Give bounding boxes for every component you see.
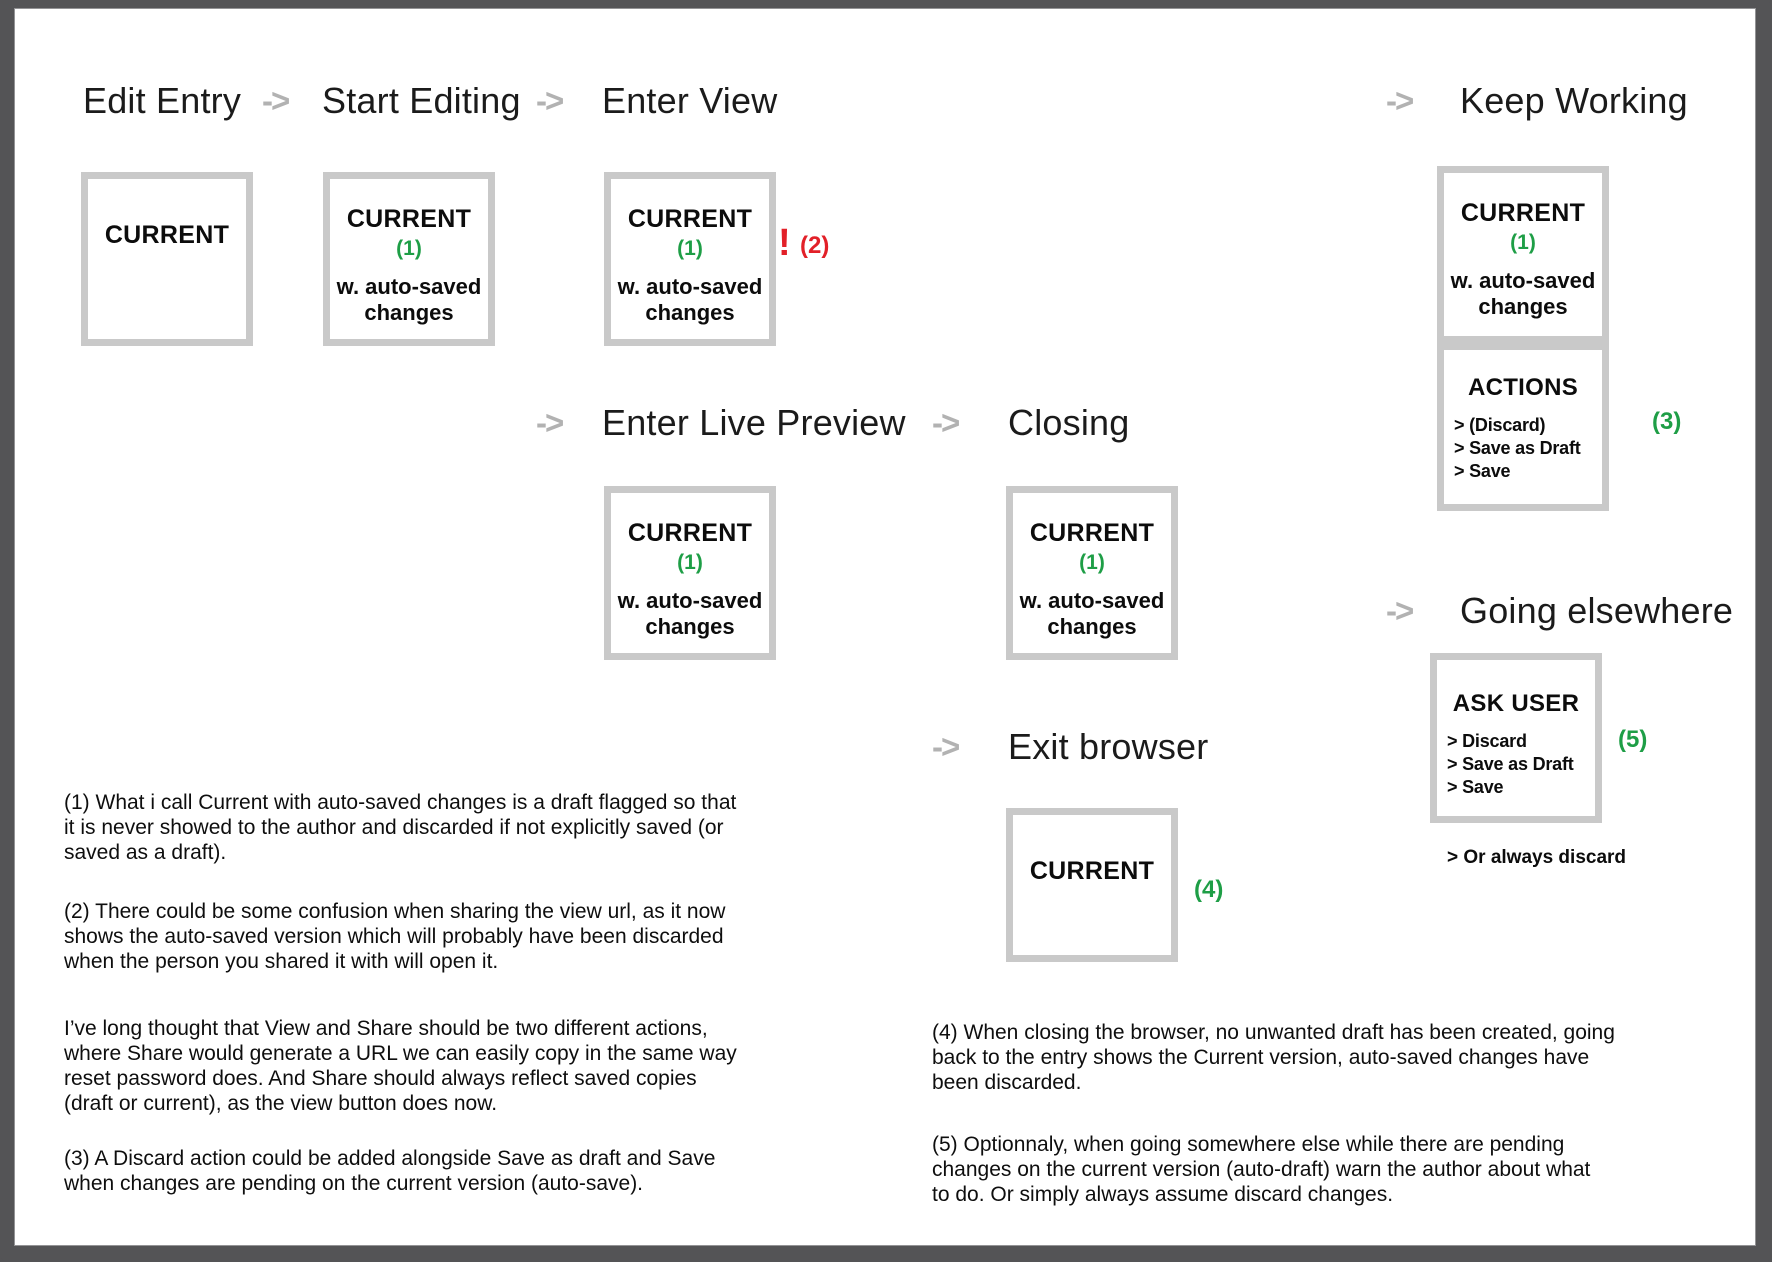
state-box-title: CURRENT bbox=[627, 519, 753, 547]
state-box-enter-view: CURRENT (1) w. auto-saved changes bbox=[604, 172, 776, 346]
state-box-note: w. auto-saved changes bbox=[617, 588, 763, 639]
state-box-title: CURRENT bbox=[627, 205, 753, 233]
footnote-4: (4) When closing the browser, no unwante… bbox=[932, 1021, 1615, 1094]
ask-item-discard: > Discard bbox=[1447, 731, 1527, 751]
ask-user-box-title: ASK USER bbox=[1452, 690, 1580, 717]
state-box-title: CURRENT bbox=[1460, 199, 1586, 227]
ask-item-save: > Save bbox=[1447, 777, 1504, 797]
state-box-note: w. auto-saved changes bbox=[1450, 268, 1596, 319]
arrow-icon: -> bbox=[262, 82, 290, 119]
footnote-5: (5) Optionnaly, when going somewhere els… bbox=[932, 1133, 1591, 1206]
state-box-title: CURRENT bbox=[346, 205, 472, 233]
arrow-icon: -> bbox=[536, 404, 564, 441]
footnote-ref-4: (4) bbox=[1194, 876, 1224, 903]
step-title-edit-entry: Edit Entry bbox=[83, 80, 242, 121]
footnote-ref-5: (5) bbox=[1618, 726, 1648, 753]
footnote-1: (1) What i call Current with auto-saved … bbox=[64, 791, 737, 864]
step-title-enter-live-preview: Enter Live Preview bbox=[602, 402, 906, 443]
alert-exclamation-mark: ! bbox=[778, 222, 791, 264]
state-box-note: w. auto-saved changes bbox=[1019, 588, 1165, 639]
footnote-ref-2: (2) bbox=[800, 232, 830, 259]
footnote-view-share-comment: I’ve long thought that View and Share sh… bbox=[64, 1017, 737, 1115]
state-box-title: CURRENT bbox=[104, 221, 230, 249]
arrow-icon: -> bbox=[932, 728, 960, 765]
ask-item-save-as-draft: > Save as Draft bbox=[1447, 754, 1574, 774]
actions-list: > (Discard) > Save as Draft > Save bbox=[1444, 402, 1602, 483]
arrow-icon: -> bbox=[1386, 82, 1414, 119]
footnote-ref-1: (1) bbox=[1079, 551, 1105, 574]
arrow-icon: -> bbox=[932, 404, 960, 441]
state-box-note: w. auto-saved changes bbox=[617, 274, 763, 325]
state-box-title: CURRENT bbox=[1029, 857, 1155, 885]
footnote-ref-1: (1) bbox=[677, 237, 703, 260]
footnote-3: (3) A Discard action could be added alon… bbox=[64, 1147, 716, 1195]
step-title-exit-browser: Exit browser bbox=[1008, 726, 1209, 767]
arrow-icon: -> bbox=[1386, 592, 1414, 629]
state-box-closing: CURRENT (1) w. auto-saved changes bbox=[1006, 486, 1178, 660]
footnote-ref-3: (3) bbox=[1652, 408, 1682, 435]
arrow-icon: -> bbox=[536, 82, 564, 119]
state-box-start-editing: CURRENT (1) w. auto-saved changes bbox=[323, 172, 495, 346]
state-box-keep-working-current: CURRENT (1) w. auto-saved changes bbox=[1437, 166, 1609, 343]
ask-user-box: ASK USER > Discard > Save as Draft > Sav… bbox=[1430, 653, 1602, 823]
action-item-save-as-draft: > Save as Draft bbox=[1454, 438, 1581, 458]
step-title-keep-working: Keep Working bbox=[1460, 80, 1688, 121]
state-box-live-preview: CURRENT (1) w. auto-saved changes bbox=[604, 486, 776, 660]
actions-box: ACTIONS > (Discard) > Save as Draft > Sa… bbox=[1437, 343, 1609, 511]
action-item-save: > Save bbox=[1454, 461, 1511, 481]
state-box-exit-browser: CURRENT bbox=[1006, 808, 1178, 962]
step-title-start-editing: Start Editing bbox=[322, 80, 521, 121]
state-box-title: CURRENT bbox=[1029, 519, 1155, 547]
footnote-ref-1: (1) bbox=[677, 551, 703, 574]
step-title-closing: Closing bbox=[1008, 402, 1130, 443]
footnote-2: (2) There could be some confusion when s… bbox=[64, 900, 726, 973]
or-always-discard-note: > Or always discard bbox=[1447, 847, 1627, 868]
actions-box-title: ACTIONS bbox=[1467, 374, 1579, 401]
state-box-note: w. auto-saved changes bbox=[336, 274, 482, 325]
footnote-ref-1: (1) bbox=[1510, 231, 1536, 254]
step-title-going-elsewhere: Going elsewhere bbox=[1460, 590, 1734, 631]
ask-user-list: > Discard > Save as Draft > Save bbox=[1437, 718, 1595, 799]
action-item-discard: > (Discard) bbox=[1454, 415, 1546, 435]
step-title-enter-view: Enter View bbox=[602, 80, 778, 121]
state-box-edit-entry: CURRENT bbox=[81, 172, 253, 346]
footnote-ref-1: (1) bbox=[396, 237, 422, 260]
